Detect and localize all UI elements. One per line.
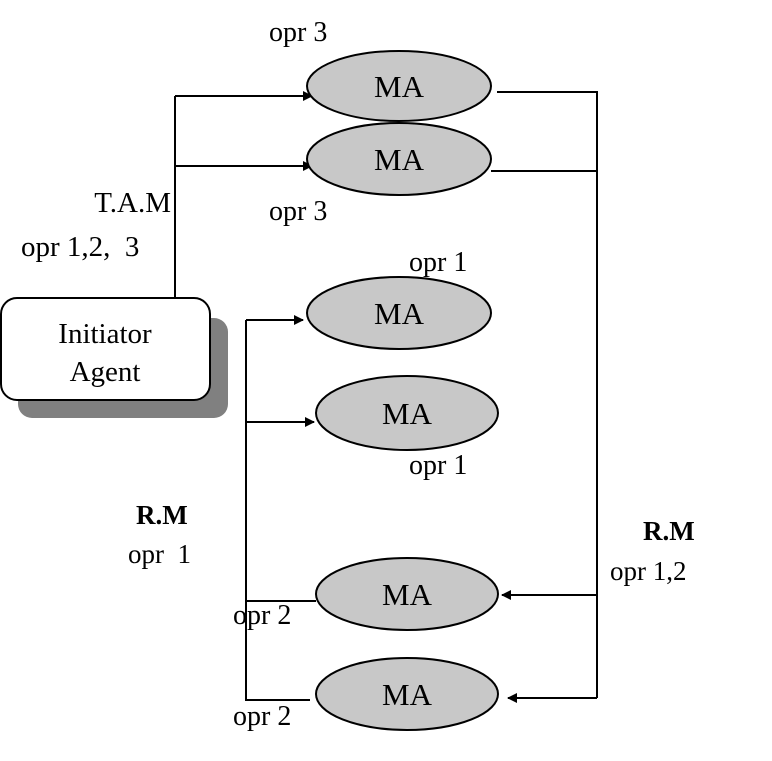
ma-3-operation: opr 1 bbox=[409, 247, 467, 278]
ma-label: MA bbox=[382, 677, 433, 712]
ma-5-operation: opr 2 bbox=[233, 600, 291, 631]
initiator-label-line1: Initiator bbox=[58, 318, 152, 350]
rm-left-operations: opr 1 bbox=[128, 539, 191, 569]
ma-6-operation: opr 2 bbox=[233, 701, 291, 732]
tam-title: T.A.M bbox=[94, 187, 171, 219]
ma-node-6: MA bbox=[315, 657, 499, 731]
tam-operations: opr 1,2, 3 bbox=[21, 231, 139, 263]
ma-node-4: MA bbox=[315, 375, 499, 451]
ma-label: MA bbox=[382, 396, 433, 431]
ma-label: MA bbox=[382, 577, 433, 612]
ma-label: MA bbox=[374, 296, 425, 331]
initiator-box bbox=[0, 297, 211, 401]
ma-node-3: MA bbox=[306, 276, 492, 350]
ma-node-1: MA bbox=[306, 50, 492, 122]
ma-node-5: MA bbox=[315, 557, 499, 631]
rm-left-wire bbox=[245, 320, 310, 701]
ma-1-operation: opr 3 bbox=[269, 17, 327, 48]
rm-right-wire bbox=[497, 91, 598, 698]
ma-label: MA bbox=[374, 142, 425, 177]
rm-right-operations: opr 1,2 bbox=[610, 556, 687, 586]
ma-2-operation: opr 3 bbox=[269, 196, 327, 227]
rm-left-title: R.M bbox=[136, 500, 188, 530]
rm-right-title: R.M bbox=[643, 516, 695, 546]
ma-node-2: MA bbox=[306, 122, 492, 196]
initiator-label-line2: Agent bbox=[70, 356, 141, 388]
ma-label: MA bbox=[374, 69, 425, 104]
ma-4-operation: opr 1 bbox=[409, 450, 467, 481]
